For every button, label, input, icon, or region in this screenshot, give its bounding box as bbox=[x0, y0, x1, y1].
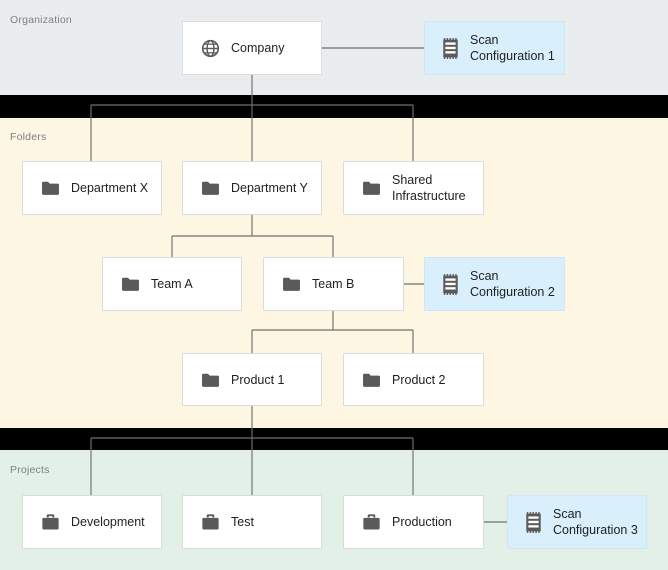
folder-icon bbox=[121, 276, 140, 292]
folder-icon bbox=[362, 372, 381, 388]
node-label: Team A bbox=[151, 277, 193, 291]
node-label: Product 1 bbox=[231, 372, 285, 387]
band-label-projects: Projects bbox=[10, 464, 50, 476]
node-development[interactable]: Development bbox=[22, 495, 162, 549]
node-product-2[interactable]: Product 2 bbox=[343, 353, 484, 406]
briefcase-icon bbox=[201, 513, 220, 531]
node-scan-configuration-1[interactable]: Scan Configuration 1 bbox=[424, 21, 565, 75]
node-production[interactable]: Production bbox=[343, 495, 484, 549]
node-label: Development bbox=[71, 515, 145, 529]
node-label: Company bbox=[231, 41, 285, 55]
folder-icon bbox=[201, 372, 220, 388]
folder-icon bbox=[41, 180, 60, 196]
node-label: Shared Infrastructure bbox=[392, 173, 466, 203]
node-department-y[interactable]: Department Y bbox=[182, 161, 322, 215]
scan-config-icon bbox=[524, 511, 543, 533]
folder-icon bbox=[282, 276, 301, 292]
briefcase-icon bbox=[362, 513, 381, 531]
band-label-organization: Organization bbox=[10, 14, 72, 26]
briefcase-icon bbox=[41, 513, 60, 531]
folder-icon bbox=[362, 180, 381, 196]
node-label: Product 2 bbox=[392, 372, 446, 387]
node-shared-infrastructure[interactable]: Shared Infrastructure bbox=[343, 161, 484, 215]
node-label: Team B bbox=[312, 277, 355, 291]
node-team-a[interactable]: Team A bbox=[102, 257, 242, 311]
node-scan-configuration-3[interactable]: Scan Configuration 3 bbox=[507, 495, 647, 549]
scan-config-icon bbox=[441, 273, 460, 295]
node-company[interactable]: Company bbox=[182, 21, 322, 75]
folder-icon bbox=[201, 180, 220, 196]
node-label: Scan Configuration 2 bbox=[470, 269, 555, 299]
globe-icon bbox=[201, 39, 220, 58]
scan-config-icon bbox=[441, 37, 460, 59]
node-label: Production bbox=[392, 515, 452, 529]
band-label-folders: Folders bbox=[10, 131, 47, 143]
node-test[interactable]: Test bbox=[182, 495, 322, 549]
node-label: Scan Configuration 1 bbox=[470, 33, 555, 63]
node-scan-configuration-2[interactable]: Scan Configuration 2 bbox=[424, 257, 565, 311]
node-team-b[interactable]: Team B bbox=[263, 257, 404, 311]
node-label: Department Y bbox=[231, 181, 308, 195]
node-product-1[interactable]: Product 1 bbox=[182, 353, 322, 406]
node-label: Test bbox=[231, 515, 254, 529]
node-label: Department X bbox=[71, 181, 149, 195]
node-department-x[interactable]: Department X bbox=[22, 161, 162, 215]
node-label: Scan Configuration 3 bbox=[553, 507, 638, 537]
